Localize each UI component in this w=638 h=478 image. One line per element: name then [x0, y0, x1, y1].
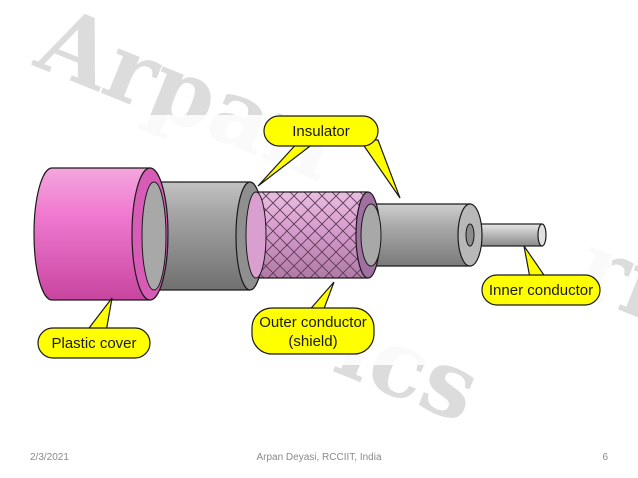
insulator-layer	[150, 181, 267, 291]
footer-date: 2/3/2021	[30, 452, 69, 463]
label-outer-conductor-line2: (shield)	[288, 333, 337, 350]
callout-plastic-cover: Plastic cover	[37, 297, 151, 359]
outer-conductor-shield	[246, 191, 382, 279]
callout-insulator: Insulator	[257, 115, 401, 199]
insulator-core	[372, 203, 483, 267]
plastic-cover	[33, 167, 169, 301]
callout-inner-conductor: Inner conductor	[481, 245, 601, 306]
callout-outer-conductor: Outer conductor (shield)	[251, 281, 375, 355]
label-inner-conductor: Inner conductor	[489, 282, 593, 299]
footer-author: Arpan Deyasi, RCCIIT, India	[256, 452, 382, 463]
label-outer-conductor-line1: Outer conductor	[259, 314, 367, 331]
footer-page-number: 6	[602, 452, 608, 463]
label-insulator: Insulator	[292, 123, 350, 140]
label-plastic-cover: Plastic cover	[51, 335, 136, 352]
